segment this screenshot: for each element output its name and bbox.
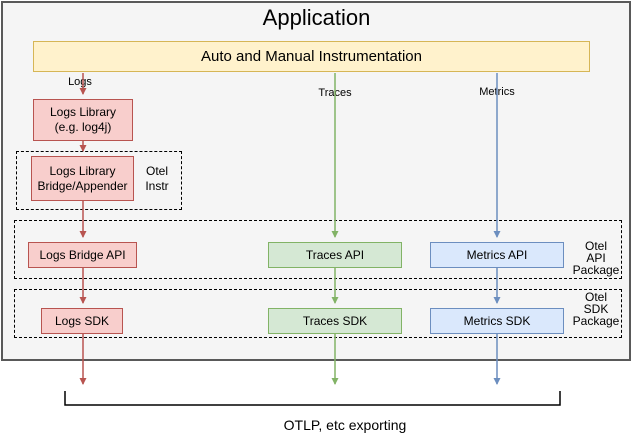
traces-column-label: Traces [318, 87, 352, 99]
api-package-label: Otel API Package [572, 239, 620, 277]
application-title: Application [262, 5, 371, 30]
traces-sdk-box: Traces SDK [268, 308, 402, 334]
export-label: OTLP, etc exporting [283, 417, 407, 433]
otel-api-package-group [14, 220, 622, 279]
traces-api-box: Traces API [268, 242, 402, 268]
logs-bridge-api-box: Logs Bridge API [28, 242, 137, 268]
sdk-package-label: Otel SDK Package [572, 290, 620, 328]
otel-instr-group [16, 151, 182, 210]
metrics-column-label: Metrics [479, 86, 515, 98]
logs-column-label: Logs [68, 76, 92, 88]
logs-library-bridge-box: Logs Library Bridge/Appender [31, 156, 134, 201]
otel-sdk-package-group [14, 289, 622, 338]
otel-instr-label: Otel Instr [145, 164, 169, 193]
logs-sdk-box: Logs SDK [41, 308, 123, 334]
instrumentation-box: Auto and Manual Instrumentation [33, 41, 590, 72]
export-bracket [64, 391, 561, 406]
logs-library-box: Logs Library (e.g. log4j) [33, 99, 133, 141]
metrics-api-box: Metrics API [430, 242, 564, 268]
metrics-sdk-box: Metrics SDK [430, 308, 564, 334]
